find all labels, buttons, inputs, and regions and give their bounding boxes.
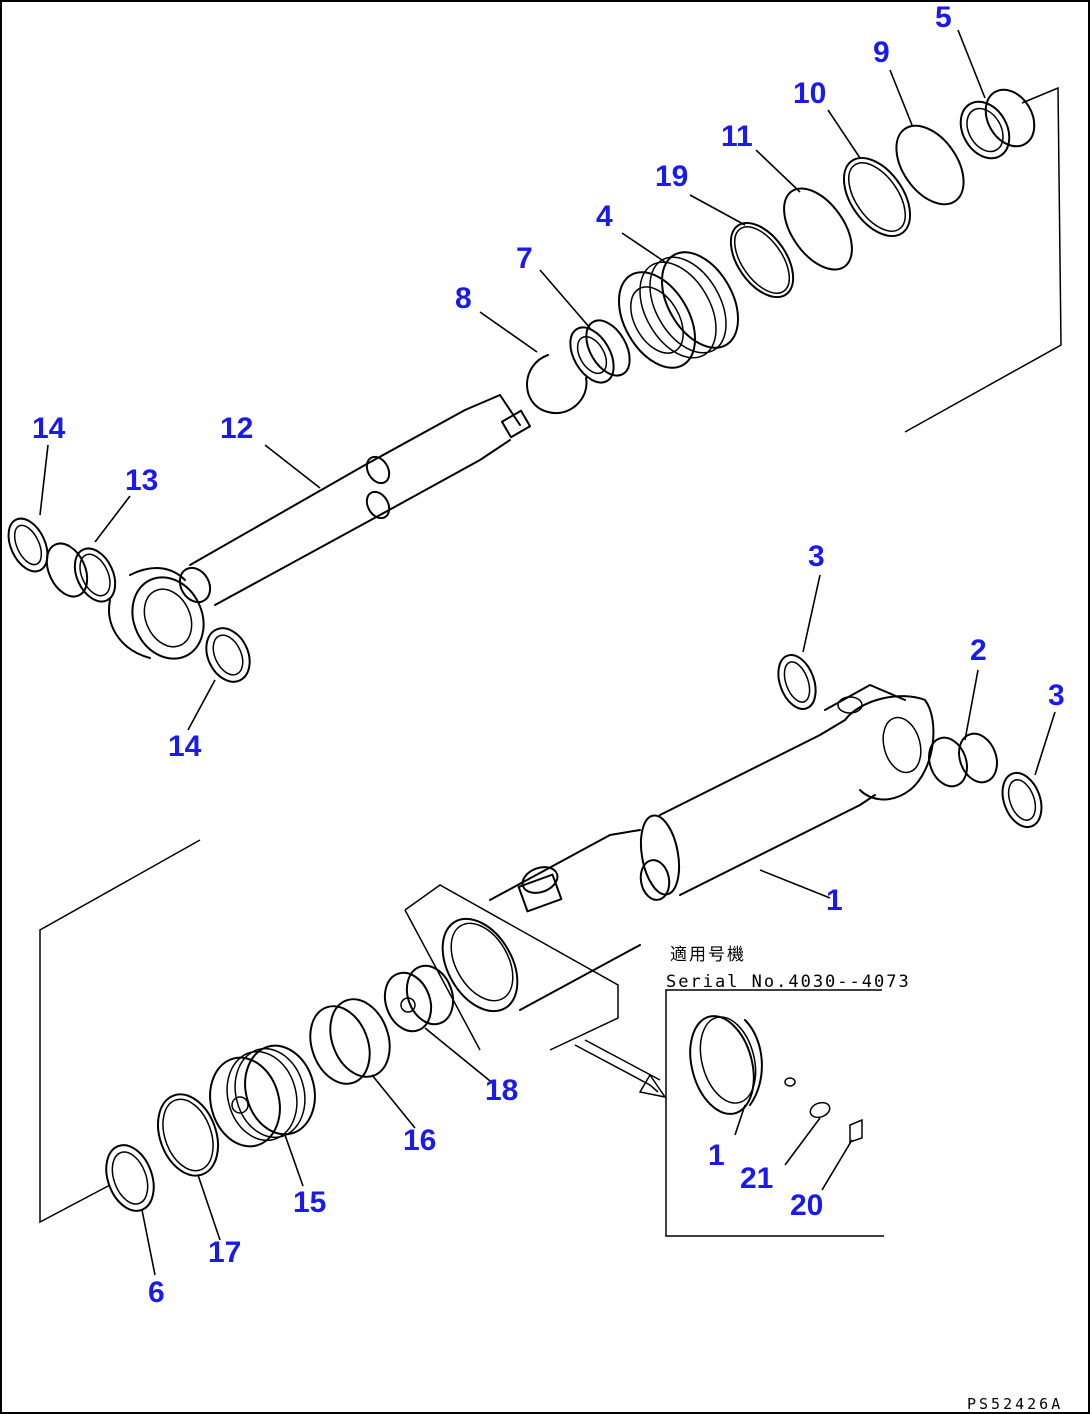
part-2-bushing [928,732,998,788]
callout-1: 1 [826,884,843,917]
rod-eye [108,566,212,660]
arrow-to-inset [574,1044,659,1093]
callout-1-inset: 1 [708,1139,725,1172]
callout-6: 6 [148,1276,165,1309]
callout-16: 16 [403,1124,436,1157]
inset-frame [665,989,884,1237]
callout-5: 5 [935,1,952,34]
part-19-ring [729,221,795,299]
callout-15: 15 [293,1186,326,1219]
inset-part-20 [849,1118,863,1144]
part-3-seal-top [777,654,817,710]
part-9-ring [895,124,965,206]
callout-10: 10 [793,77,826,110]
callout-2: 2 [970,634,987,667]
part-13-bushing [45,542,117,603]
callout-19: 19 [655,160,688,193]
leader-lines [39,29,1056,1276]
part-6-seal [105,1144,155,1212]
part-1-port [517,866,563,913]
part-14-seal-right [205,627,251,683]
callout-20: 20 [790,1189,823,1222]
part-16-ring [309,998,391,1085]
callout-8: 8 [455,282,472,315]
drawing-code: PS52426A [967,1395,1063,1413]
callout-14-upper: 14 [32,412,66,445]
arrow-head [638,1073,667,1099]
callout-18: 18 [485,1074,518,1107]
part-18-nut [383,964,455,1033]
part-17-ring [157,1093,219,1177]
inset-serial: Serial No.4030--4073 [666,972,911,992]
callout-9: 9 [873,36,890,69]
part-3-seal-right [1001,771,1043,829]
part-8-snap-ring [526,354,588,415]
part-11-ring [783,187,853,271]
part-7-nut [569,319,631,384]
part-5-bushing [959,88,1036,160]
callout-14-lower: 14 [168,730,202,763]
callout-21: 21 [740,1162,773,1195]
part-1-cylinder [489,684,935,1011]
callout-11: 11 [721,120,753,153]
part-12-piston-rod [189,394,532,606]
callout-7: 7 [516,242,533,275]
part-1-head-opening [441,917,519,1013]
lower-detail-frame [404,884,619,1051]
callout-12: 12 [220,412,253,445]
part-15-piston [209,1044,316,1148]
part-4-piston [618,251,739,369]
inset-part-21 [809,1101,831,1119]
callout-3-right: 3 [1048,679,1065,712]
inset-pin [784,1077,796,1087]
part-10-ring [842,156,912,238]
upper-group-bracket [904,86,1062,433]
part-14-seal-left [7,517,49,573]
callout-13: 13 [125,464,158,497]
lower-group-bracket [39,839,201,1224]
inset-part-1 [689,1015,763,1115]
inset-title: 適用号機 [670,945,746,965]
callout-4: 4 [596,200,613,233]
callout-17: 17 [208,1236,241,1269]
callout-3-top: 3 [808,540,825,573]
